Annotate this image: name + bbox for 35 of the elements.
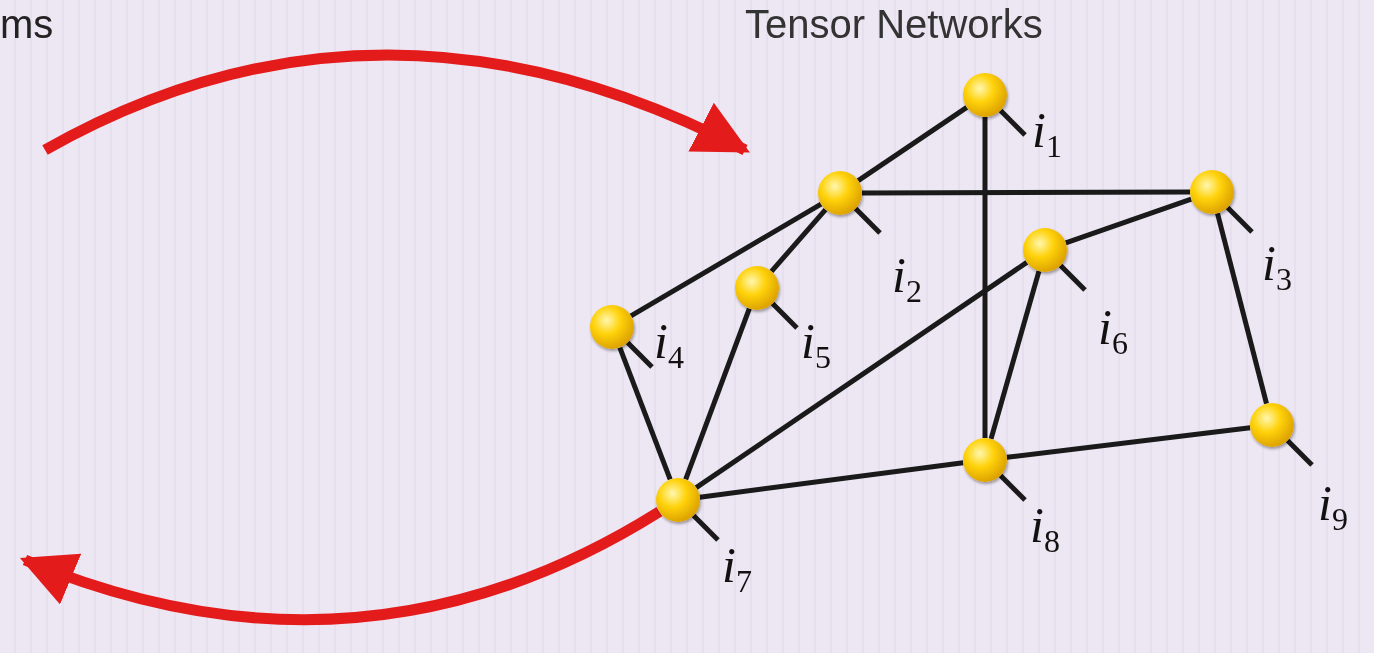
connector-line — [617, 346, 673, 481]
index-label: i$_{1}$ — [1032, 105, 1062, 162]
tensor-node — [963, 73, 1007, 117]
connector-line — [629, 202, 823, 318]
connector-line — [988, 270, 1042, 440]
tensor-node — [1190, 170, 1234, 214]
connector-line — [769, 207, 828, 274]
connector-line — [862, 189, 1190, 196]
connector-line — [856, 105, 969, 183]
index-label: i$_{2}$ — [892, 250, 922, 307]
connector-line — [694, 260, 1029, 490]
tensor-node — [818, 171, 862, 215]
connector-line — [699, 460, 964, 500]
connector-line — [1215, 212, 1269, 405]
index-label: i$_{3}$ — [1262, 238, 1292, 295]
index-label: i$_{6}$ — [1098, 302, 1128, 359]
tensor-node — [1023, 228, 1067, 272]
index-label: i$_{9}$ — [1318, 478, 1348, 535]
tensor-node — [656, 478, 700, 522]
curved-arrow — [19, 506, 663, 626]
index-label: i$_{5}$ — [801, 316, 831, 373]
tensor-node — [735, 266, 779, 310]
heading-fragment: ms — [0, 4, 54, 44]
curved-arrow — [42, 49, 750, 155]
tensor-node — [963, 438, 1007, 482]
tensor-node — [1250, 403, 1294, 447]
connector-line — [1006, 425, 1251, 460]
connector-line — [982, 117, 988, 438]
index-label: i$_{4}$ — [654, 316, 684, 373]
connector-line — [683, 307, 752, 481]
index-label: i$_{8}$ — [1030, 500, 1060, 557]
connector-line — [1064, 196, 1193, 246]
tensor-node — [590, 305, 634, 349]
title: Tensor Networks — [745, 4, 1043, 44]
index-label: i$_{7}$ — [722, 540, 752, 597]
